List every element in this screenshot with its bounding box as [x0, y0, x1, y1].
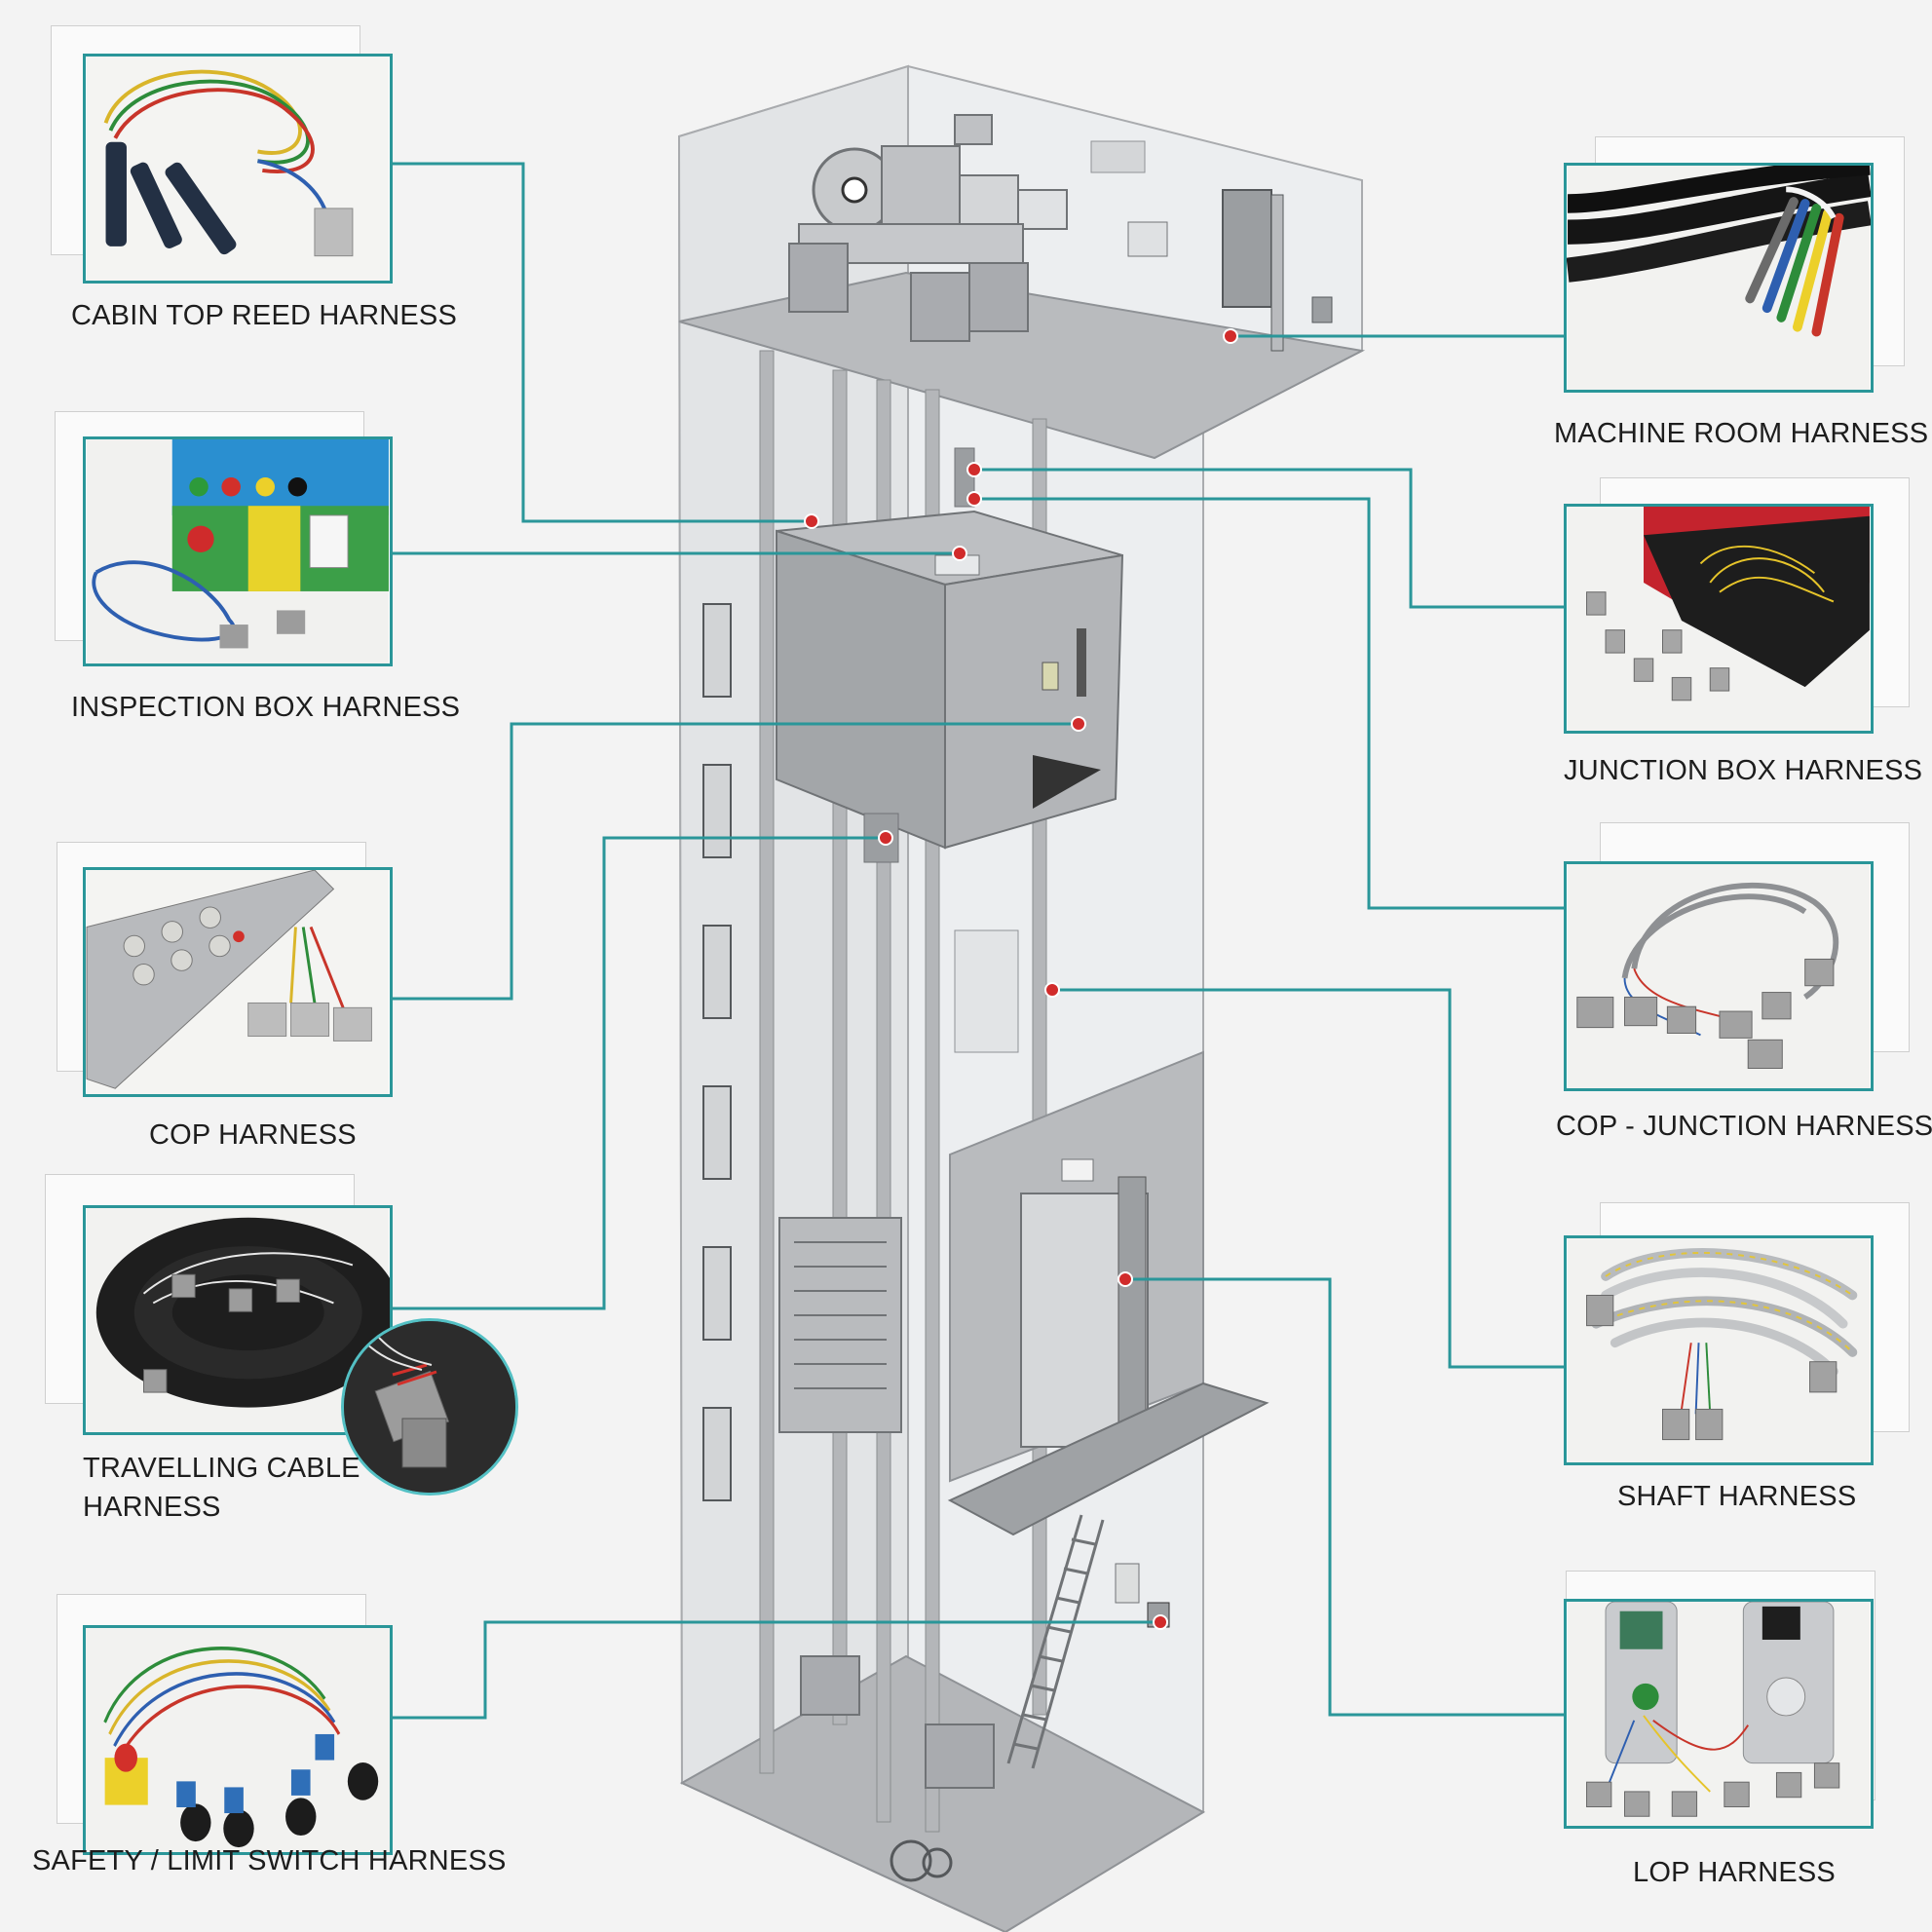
junction-box-illustration — [1568, 507, 1870, 731]
inspection-box-photo — [83, 436, 393, 666]
marker-safety-limit — [1153, 1614, 1168, 1630]
travelling-cable-illustration — [87, 1208, 390, 1432]
label-junction-box: JUNCTION BOX HARNESS — [1564, 755, 1923, 786]
label-machine-room: MACHINE ROOM HARNESS — [1554, 418, 1929, 449]
cop-junction-illustration — [1568, 864, 1870, 1088]
marker-machine-room — [1223, 328, 1238, 344]
shaft-photo — [1564, 1235, 1874, 1465]
connector-travelling-cable — [393, 836, 886, 1310]
marker-cop-junction — [966, 491, 982, 507]
cop-photo — [83, 867, 393, 1097]
connector-junction-box — [974, 468, 1564, 609]
connector-cabin-top-reed — [393, 162, 812, 523]
label-cop: COP HARNESS — [149, 1119, 357, 1151]
lop-photo — [1564, 1599, 1874, 1829]
label-travelling-cable-line1: TRAVELLING CABLE — [83, 1453, 360, 1484]
inspection-box-illustration — [87, 439, 389, 663]
safety-limit-switch-photo — [83, 1625, 393, 1855]
reed-sensor-illustration — [87, 57, 389, 281]
marker-inspection-box — [952, 546, 967, 561]
marker-cop — [1071, 716, 1086, 732]
marker-cabin-top-reed — [804, 513, 819, 529]
marker-junction-box — [966, 462, 982, 477]
connector-safety-limit — [393, 1620, 1160, 1720]
cop-panel-illustration — [86, 870, 389, 1094]
connector-lop — [1125, 1277, 1564, 1717]
connector-shaft — [1052, 988, 1564, 1369]
label-safety-limit-switch: SAFETY / LIMIT SWITCH HARNESS — [32, 1845, 507, 1876]
travelling-cable-zoom-circle — [341, 1318, 518, 1496]
connector-cop-junction — [974, 497, 1564, 910]
machine-room-photo — [1564, 163, 1874, 393]
connector-cop — [393, 722, 1079, 1001]
label-inspection-box: INSPECTION BOX HARNESS — [71, 692, 461, 723]
label-travelling-cable-line2: HARNESS — [83, 1492, 221, 1523]
label-lop: LOP HARNESS — [1633, 1857, 1836, 1888]
machine-room-cable-illustration — [1567, 166, 1871, 390]
label-shaft: SHAFT HARNESS — [1617, 1481, 1857, 1512]
lop-panel-illustration — [1568, 1602, 1870, 1826]
shaft-harness-illustration — [1568, 1238, 1870, 1462]
cabin-top-reed-photo — [83, 54, 393, 284]
marker-shaft — [1044, 982, 1060, 998]
marker-travelling-cable — [878, 830, 893, 846]
junction-box-photo — [1564, 504, 1874, 734]
marker-lop — [1118, 1271, 1133, 1287]
limit-switch-illustration — [86, 1628, 390, 1852]
cop-junction-photo — [1564, 861, 1874, 1091]
label-cop-junction: COP - JUNCTION HARNESS — [1556, 1111, 1932, 1142]
label-cabin-top-reed: CABIN TOP REED HARNESS — [71, 300, 458, 331]
connector-zoom-illustration — [344, 1321, 515, 1493]
